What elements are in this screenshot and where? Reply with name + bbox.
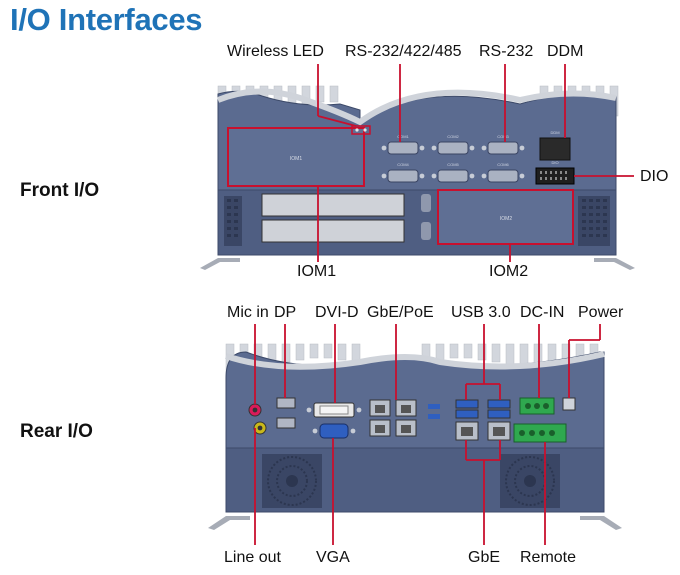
rear-foot-left — [208, 516, 250, 530]
dio-panel-text: DIO — [551, 160, 558, 165]
com1-text: COM1 — [397, 134, 409, 139]
label-dvi-d: DVI-D — [315, 304, 359, 321]
label-ddm: DDM — [547, 43, 584, 60]
com2-port: COM2 — [431, 134, 475, 155]
gbe-poe-ports — [369, 399, 417, 437]
drive-latch-2 — [421, 222, 431, 240]
label-dio: DIO — [640, 168, 669, 185]
drive-latch-1 — [421, 194, 431, 212]
label-remote: Remote — [520, 549, 577, 566]
front-vent-right — [578, 196, 610, 246]
usb-standalone-ports — [428, 404, 440, 419]
com2-text: COM2 — [447, 134, 459, 139]
rear-callouts — [254, 324, 601, 545]
front-foot-left — [200, 258, 240, 270]
rear-fan-right — [500, 454, 560, 508]
drive-bay-1 — [261, 193, 405, 217]
vga-port — [319, 423, 349, 439]
usb3-gbe-stack-left — [455, 399, 479, 441]
label-dc-in: DC-IN — [520, 304, 565, 321]
com3-text: COM3 — [497, 134, 509, 139]
label-gbe: GbE — [468, 549, 501, 566]
label-usb3: USB 3.0 — [451, 304, 511, 321]
com5-port: COM5 — [431, 162, 475, 183]
com4-text: COM4 — [397, 162, 409, 167]
com4-port: COM4 — [381, 162, 425, 183]
label-iom2: IOM2 — [489, 263, 529, 280]
iom2-panel-text: IOM2 — [500, 216, 512, 222]
iom1-panel-text: IOM1 — [290, 156, 302, 162]
label-dp: DP — [274, 304, 297, 321]
dp-port-2 — [276, 417, 296, 429]
usb3-gbe-stack-right — [487, 399, 511, 441]
rear-foot-right — [580, 516, 622, 530]
com6-port: COM6 — [481, 162, 525, 183]
dio-pins — [540, 171, 567, 180]
ddm-panel-text: DDM — [550, 130, 559, 135]
label-iom1: IOM1 — [297, 263, 337, 280]
rear-fan-left — [262, 454, 322, 508]
label-rs232-422-485: RS-232/422/485 — [345, 43, 462, 60]
front-chassis-wave — [216, 88, 617, 126]
com3-port: COM3 — [481, 134, 525, 155]
label-wireless-led: Wireless LED — [227, 43, 324, 60]
rear-io-label: Rear I/O — [20, 421, 93, 442]
dp-port — [276, 397, 296, 409]
label-mic-in: Mic in — [227, 304, 269, 321]
front-io-label: Front I/O — [20, 180, 100, 201]
com6-text: COM6 — [497, 162, 509, 167]
label-power: Power — [578, 304, 624, 321]
ddm-slot — [539, 137, 571, 161]
label-line-out: Line out — [224, 549, 281, 566]
label-rs232: RS-232 — [479, 43, 534, 60]
power-button — [562, 397, 576, 411]
callout-line-wireless-led-2 — [317, 115, 357, 127]
label-gbe-poe: GbE/PoE — [367, 304, 434, 321]
iom2-module — [437, 189, 574, 245]
com-ports: COM1 COM2 COM3 COM4 COM5 COM6 — [381, 134, 525, 183]
front-callouts — [317, 64, 634, 262]
wireless-led-2 — [363, 128, 367, 132]
wireless-led-1 — [355, 128, 359, 132]
drive-bay-2 — [261, 219, 405, 243]
com5-text: COM5 — [447, 162, 459, 167]
front-vent-left — [224, 196, 242, 246]
label-vga: VGA — [316, 549, 350, 566]
page-title: I/O Interfaces — [10, 2, 203, 37]
iom1-module — [227, 127, 365, 187]
wireless-led-box — [351, 125, 371, 135]
front-foot-right — [594, 258, 635, 270]
com1-port: COM1 — [381, 134, 425, 155]
